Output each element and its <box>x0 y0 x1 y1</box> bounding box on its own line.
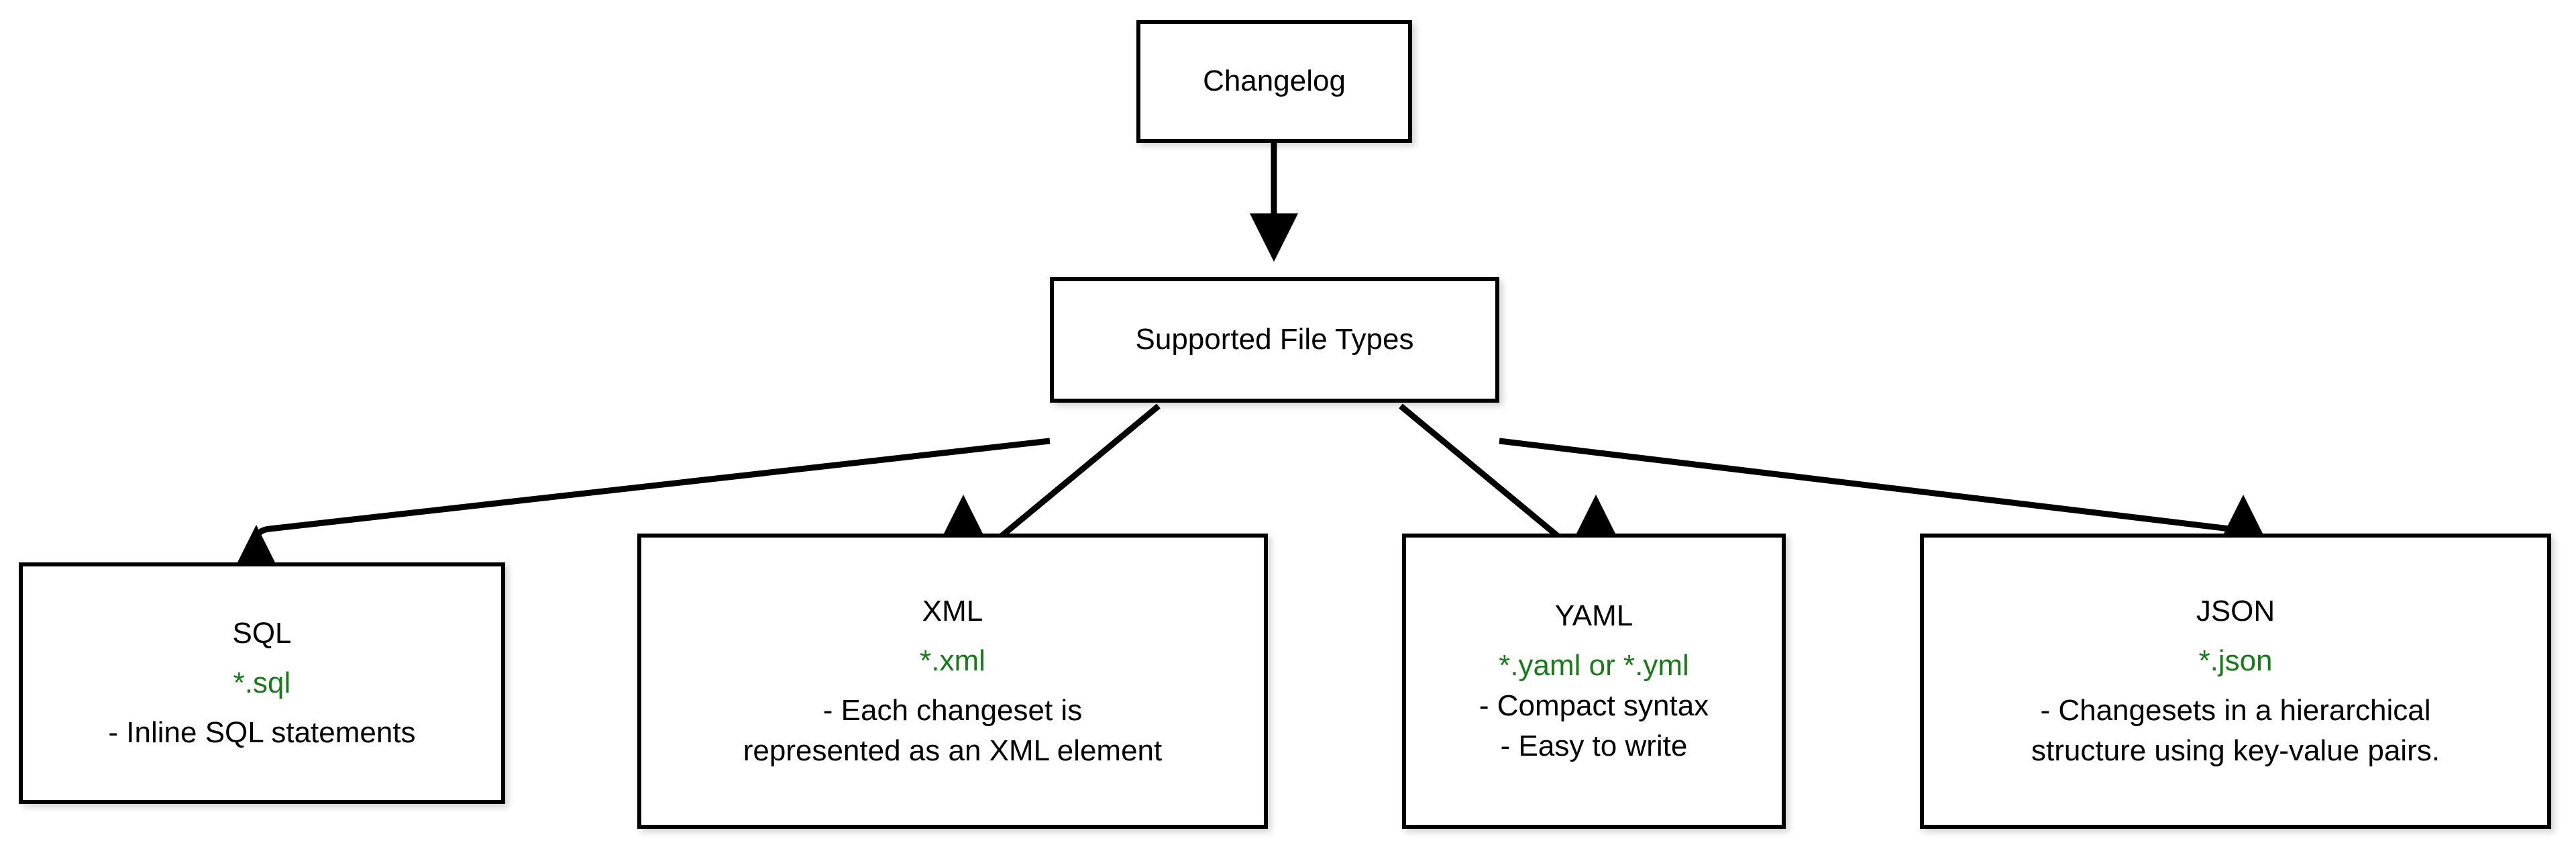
node-sql-extension: *.sql <box>233 666 291 699</box>
node-sql-desc-line-1: - Inline SQL statements <box>108 716 416 750</box>
node-xml-title: XML <box>922 594 983 628</box>
node-json-extension: *.json <box>2198 644 2273 677</box>
node-json-desc-line-1: - Changesets in a hierarchical <box>2040 694 2431 727</box>
node-sql[interactable]: SQL *.sql - Inline SQL statements <box>19 562 505 804</box>
node-xml-desc-line-2: represented as an XML element <box>743 734 1163 768</box>
node-yaml-desc-line-2: - Easy to write <box>1500 730 1688 763</box>
node-sql-title: SQL <box>232 616 292 650</box>
node-json-desc-line-2: structure using key-value pairs. <box>2031 734 2440 768</box>
node-supported-file-types-label: Supported File Types <box>1135 323 1414 356</box>
node-xml-desc-line-1: - Each changeset is <box>822 694 1083 727</box>
node-supported-file-types[interactable]: Supported File Types <box>1050 277 1499 403</box>
node-yaml[interactable]: YAML *.yaml or *.yml - Compact syntax - … <box>1402 534 1786 829</box>
node-json-title: JSON <box>2196 594 2275 628</box>
edge-supported-to-json <box>1499 438 2267 546</box>
node-yaml-extension: *.yaml or *.yml <box>1499 648 1689 682</box>
node-yaml-title: YAML <box>1554 599 1633 632</box>
edge-supported-to-sql <box>232 438 1051 573</box>
node-json[interactable]: JSON *.json - Changesets in a hierarchic… <box>1920 534 2551 829</box>
node-changelog[interactable]: Changelog <box>1136 20 1412 143</box>
node-changelog-label: Changelog <box>1203 64 1346 98</box>
node-yaml-desc-line-1: - Compact syntax <box>1479 689 1709 722</box>
node-xml[interactable]: XML *.xml - Each changeset is represente… <box>637 534 1268 829</box>
node-xml-extension: *.xml <box>920 644 985 677</box>
